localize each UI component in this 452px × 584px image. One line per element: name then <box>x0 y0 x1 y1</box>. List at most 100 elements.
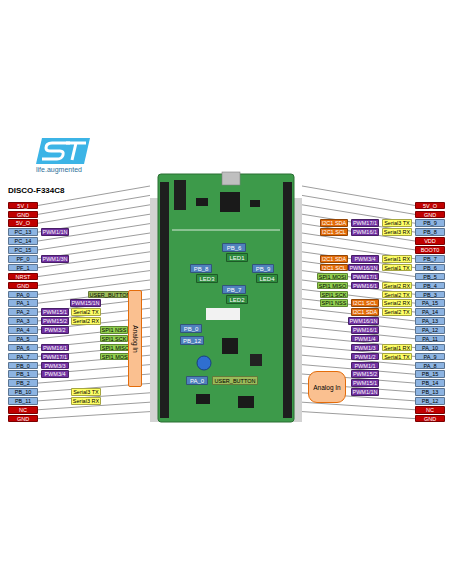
chip <box>238 396 254 408</box>
i2c-label: I2C1 SDA <box>320 255 348 263</box>
node-text: PA_2 <box>16 309 29 316</box>
spi-label: SPI1 MOSI <box>317 273 348 281</box>
pwm-label: PWM1/4 <box>351 335 379 343</box>
pwm-label: PWM17/1 <box>351 273 379 281</box>
node-text: PWM15/1N <box>71 300 99 307</box>
board-title: DISCO-F334C8 <box>8 186 64 195</box>
node-text: PWM16/1 <box>353 229 377 236</box>
node-text: PB_15 <box>422 371 439 378</box>
power-pin-label: GND <box>415 415 445 423</box>
st-logo <box>36 138 90 164</box>
node-text: Serial2 TX <box>384 292 410 299</box>
serial-label: Serial1 RX <box>382 344 412 352</box>
spi-label: SPI1 SCK <box>100 335 128 343</box>
power-pin-label: 5V_O <box>8 219 38 227</box>
pcb <box>158 172 294 422</box>
pin-wire <box>38 271 150 286</box>
user-button-label: USER_BUTTON <box>212 376 258 385</box>
pin-label: PC_13 <box>8 228 38 236</box>
pwm-label: PWM1/3N <box>41 255 69 263</box>
pin-label: PA_2 <box>8 308 38 316</box>
node-text: PA_1 <box>16 300 29 307</box>
pin-label: PA_1 <box>8 299 38 307</box>
node-text: USER_BUTTON <box>215 377 256 385</box>
node-text: VDD <box>424 238 436 245</box>
pin-label: PB_1 <box>8 370 38 378</box>
pwm-label: PWM3/4 <box>41 370 69 378</box>
node-text: PA_15 <box>422 300 438 307</box>
node-text: Analog In <box>313 372 340 403</box>
led-label: LED1 <box>226 253 248 262</box>
header-shadow <box>150 198 158 422</box>
node-text: LED3 <box>199 275 214 283</box>
node-text: PF_1 <box>16 265 29 272</box>
node-text: PC_15 <box>15 247 32 254</box>
node-text: 5V_O <box>16 220 30 227</box>
node-text: PB_6 <box>423 265 436 272</box>
spi-label: SPI1 NSS <box>100 326 128 334</box>
node-text: PWM1/4 <box>354 336 375 343</box>
pin-label: PA_13 <box>415 317 445 325</box>
pin-label: PB_2 <box>8 379 38 387</box>
spi-label: SPI1 NSS <box>320 299 348 307</box>
power-pin-label: 5V_I <box>8 202 38 210</box>
node-text: I2C1 SCL <box>322 265 346 272</box>
node-text: I2C1 SCL <box>353 300 377 307</box>
node-text: Serial3 RX <box>384 229 410 236</box>
serial-label: Serial3 RX <box>382 228 412 236</box>
pwm-label: PWM16/1 <box>351 326 379 334</box>
node-text: Serial2 RX <box>384 300 410 307</box>
node-text: PWM3/4 <box>354 256 375 263</box>
power-pin-label: GND <box>415 211 445 219</box>
pin-label: PB_6 <box>415 264 445 272</box>
user-button <box>197 356 211 370</box>
node-text: PA_6 <box>16 345 29 352</box>
node-text: PWM16/1N <box>349 265 377 272</box>
pin-label: PB_13 <box>415 388 445 396</box>
node-text: PA_12 <box>422 327 438 334</box>
node-text: PWM17/1 <box>43 354 67 361</box>
pwm-label: PWM15/1 <box>41 308 69 316</box>
node-text: PC_14 <box>15 238 32 245</box>
pin-wire <box>302 195 415 214</box>
node-text: Serial2 RX <box>384 283 410 290</box>
node-text: PA_7 <box>16 354 29 361</box>
pin-wire <box>38 412 150 419</box>
node-text: PA_9 <box>423 354 436 361</box>
node-text: SPI1 MOSI <box>102 354 130 361</box>
pin-label: PA_12 <box>415 326 445 334</box>
node-text: PA_10 <box>422 345 438 352</box>
node-text: Serial3 TX <box>384 220 410 227</box>
pin-label: PA_14 <box>415 308 445 316</box>
node-text: PA_13 <box>422 318 438 325</box>
pin-wire <box>38 195 150 214</box>
node-text: PWM17/1 <box>353 274 377 281</box>
serial-label: Serial3 TX <box>382 219 412 227</box>
node-text: Serial1 RX <box>384 256 410 263</box>
pin-label: PB_15 <box>415 370 445 378</box>
node-text: USER_BUTTON <box>90 292 131 299</box>
node-text: PB_6 <box>227 244 242 252</box>
silkscreen-line <box>172 230 280 231</box>
analog-in-band: Analog In <box>128 290 142 387</box>
node-text: GND <box>17 416 29 423</box>
node-text: PA_11 <box>422 336 438 343</box>
serial-label: Serial2 RX <box>71 317 101 325</box>
node-text: 5V_I <box>17 203 28 210</box>
pwm-label: PWM15/2 <box>351 370 379 378</box>
pwm-label: PWM15/2 <box>41 317 69 325</box>
node-text: PB_7 <box>423 256 436 263</box>
pin-wire <box>302 402 415 410</box>
led-label: LED3 <box>196 274 218 283</box>
node-text: GND <box>17 212 29 219</box>
pwm-label: PWM1/1 <box>351 362 379 370</box>
chip <box>196 198 208 206</box>
pwm-label: PWM17/1 <box>351 219 379 227</box>
node-text: PA_5 <box>16 336 29 343</box>
pwm-label: PWM3/4 <box>351 255 379 263</box>
node-text: PWM16/1N <box>349 318 377 325</box>
pin-label: PB_0 <box>8 362 38 370</box>
pin-wire <box>38 224 150 241</box>
pwm-label: PWM1/1N <box>41 228 69 236</box>
pin-label: PA_5 <box>8 335 38 343</box>
